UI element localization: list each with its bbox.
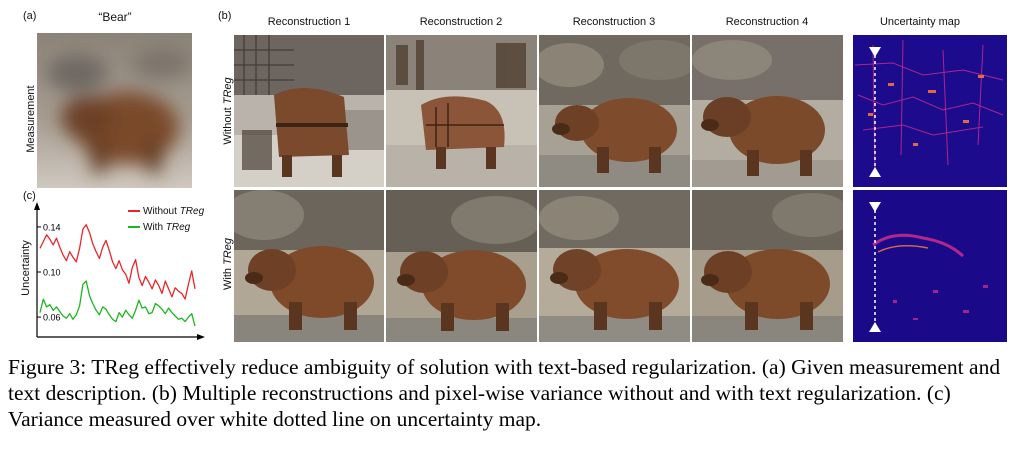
- y-tick-label: 0.06: [43, 313, 61, 323]
- series-line-without: [39, 224, 196, 300]
- legend-swatch-with: [128, 226, 140, 229]
- measurement-image: [37, 33, 192, 188]
- y-tick-label: 0.14: [43, 222, 61, 232]
- col-title-recon2: Reconstruction 2: [419, 16, 503, 28]
- col-title-recon1: Reconstruction 1: [267, 16, 351, 28]
- measurement-label: Measurement: [25, 85, 37, 153]
- series-line-with: [39, 280, 196, 327]
- recon4-without-image: [692, 35, 843, 187]
- col-title-uncertainty: Uncertainty map: [879, 16, 961, 28]
- row-label-without: Without TReg: [222, 66, 234, 156]
- y-axis-arrow: [34, 202, 40, 210]
- col-title-recon3: Reconstruction 3: [572, 16, 656, 28]
- recon1-with-image: [234, 190, 384, 342]
- legend-without-text: Without: [143, 206, 180, 217]
- recon3-with-image: [539, 190, 690, 342]
- recon2-with-image: [386, 190, 537, 342]
- legend-with: With TReg: [128, 222, 190, 233]
- legend-with-treg: TReg: [165, 222, 191, 233]
- row-label-with-treg: TReg: [222, 238, 234, 265]
- recon4-with-image: [692, 190, 843, 342]
- legend-with-text: With: [143, 222, 166, 233]
- figure-caption: Figure 3: TReg effectively reduce ambigu…: [8, 354, 1013, 432]
- row-label-with-text: With: [222, 264, 234, 290]
- recon3-without-image: [539, 35, 690, 187]
- legend-swatch-without: [128, 210, 140, 213]
- legend-without: Without TReg: [128, 206, 204, 217]
- row-label-without-text: Without: [222, 104, 234, 145]
- panel-b-letter: (b): [218, 10, 232, 22]
- legend-without-treg: TReg: [179, 206, 205, 217]
- panel-a-title: “Bear”: [98, 10, 132, 24]
- panel-a-letter: (a): [23, 10, 37, 22]
- uncertainty-chart: 0.14 0.10 0.06: [34, 202, 205, 340]
- row-label-without-treg: TReg: [222, 77, 234, 105]
- row-label-with: With TReg: [222, 219, 234, 309]
- panel-c-letter: (c): [23, 190, 36, 202]
- caption-text: TReg effectively reduce ambiguity of sol…: [8, 355, 1001, 431]
- recon2-without-image: [386, 35, 537, 187]
- caption-figure-label: Figure 3:: [8, 355, 92, 379]
- x-axis-arrow: [197, 334, 205, 340]
- col-title-recon4: Reconstruction 4: [725, 16, 809, 28]
- uncertainty-map-with: [853, 190, 1007, 342]
- uncertainty-map-without: [853, 35, 1007, 187]
- recon1-without-image: [234, 35, 384, 187]
- y-tick-label: 0.10: [43, 268, 61, 278]
